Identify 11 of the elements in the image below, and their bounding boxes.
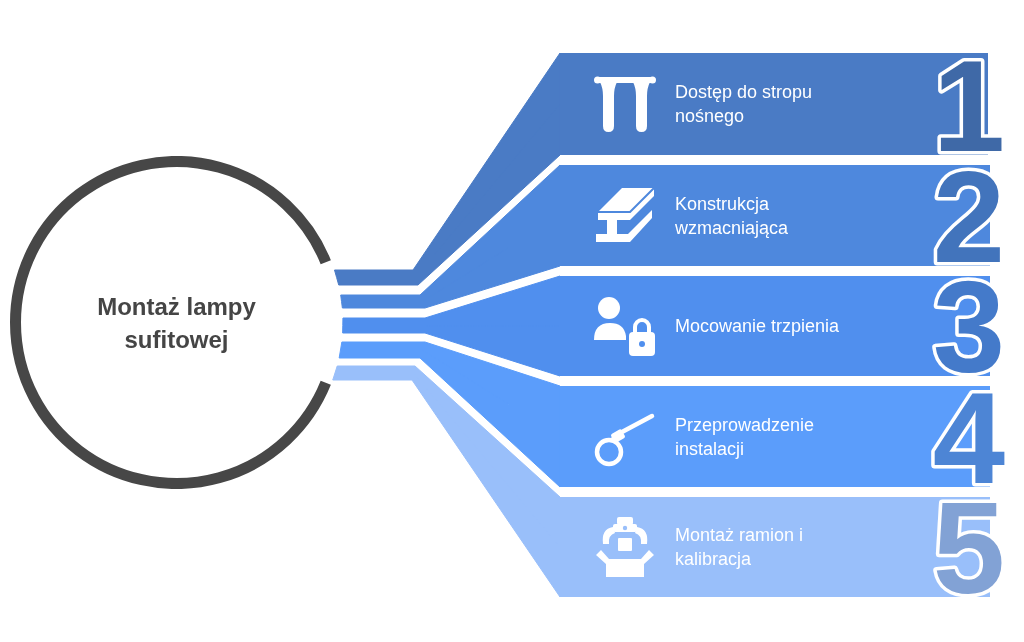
tapered-connector [332, 365, 561, 598]
step-label: Montaż ramion i kalibracja [675, 524, 805, 571]
step-label: Dostęp do stropu nośnego [675, 81, 814, 128]
tapered-connector [340, 164, 561, 309]
tapered-connector [338, 341, 561, 488]
topic-label: Montaż lampy sufitowej [96, 291, 257, 355]
tapered-connector [342, 275, 561, 377]
step-label: Mocowanie trzpienia [675, 315, 840, 338]
tapered-connector [334, 52, 561, 286]
step-label: Konstrukcja wzmacniająca [675, 192, 790, 240]
step-label: Przeprowadzenie instalacji [675, 413, 816, 461]
